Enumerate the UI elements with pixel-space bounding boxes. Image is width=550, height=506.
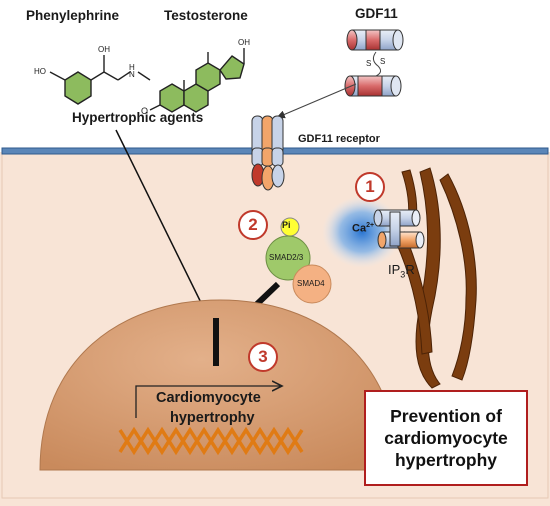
calcium-charge: 2+ [366, 222, 375, 229]
disulfide-s2: S [380, 57, 385, 66]
gdf11-label: GDF11 [355, 6, 398, 21]
nucleus-line2: hypertrophy [170, 410, 255, 426]
phenylephrine-nh: H [129, 63, 135, 72]
nucleus-line1: Cardiomyocyte [156, 390, 261, 406]
dna-strand-2 [118, 426, 304, 456]
phenylephrine-oh-left: HO [34, 67, 46, 76]
agents-to-nucleus-arrow [115, 129, 213, 326]
gdf11-monomer-top [346, 29, 404, 51]
gdf11-monomer-bottom [344, 75, 402, 97]
testosterone-o: O [141, 106, 148, 116]
hypertrophic-agents-label: Hypertrophic agents [72, 110, 204, 125]
phenylephrine-label: Phenylephrine [26, 8, 120, 23]
phenylephrine-oh-top: OH [98, 45, 110, 54]
testosterone-oh: OH [238, 38, 250, 47]
testosterone-label: Testosterone [164, 8, 248, 23]
prevention-text: Prevention of cardiomyocyte hypertrophy [384, 406, 508, 470]
phenylephrine-n: N [129, 70, 135, 79]
transcription-arrow [135, 386, 282, 418]
smad4-label: SMAD4 [297, 279, 325, 288]
smad23-label: SMAD2/3 [269, 253, 304, 262]
ip3r-subscript: 3 [400, 269, 406, 280]
smad23-circle [265, 235, 311, 281]
ip3r-label: IP3R [388, 262, 415, 280]
phenylephrine-structure [49, 55, 151, 105]
smad4-circle [292, 264, 332, 304]
gdf11-receptor-label: GDF11 receptor [298, 133, 380, 145]
step-1-badge: 1 [355, 172, 385, 202]
gdf11-receptor [251, 115, 285, 191]
ip3r-end: R [405, 262, 415, 277]
step-2-badge: 2 [238, 210, 268, 240]
calcium-base: Ca [352, 222, 367, 235]
prevention-box: Prevention of cardiomyocyte hypertrophy [364, 390, 528, 486]
calcium-label: Ca2+ [352, 222, 374, 235]
gdf11-dimer: S S [344, 29, 404, 97]
pi-label: Pi [282, 220, 291, 230]
gdf11-to-receptor-arrow [275, 83, 357, 119]
disulfide-s1: S [366, 59, 371, 68]
ip3r-channel [373, 209, 425, 249]
step-3-badge: 3 [248, 342, 278, 372]
testosterone-structure [149, 48, 245, 113]
ip3r-base: IP [388, 262, 401, 277]
disulfide-bond [372, 51, 382, 77]
